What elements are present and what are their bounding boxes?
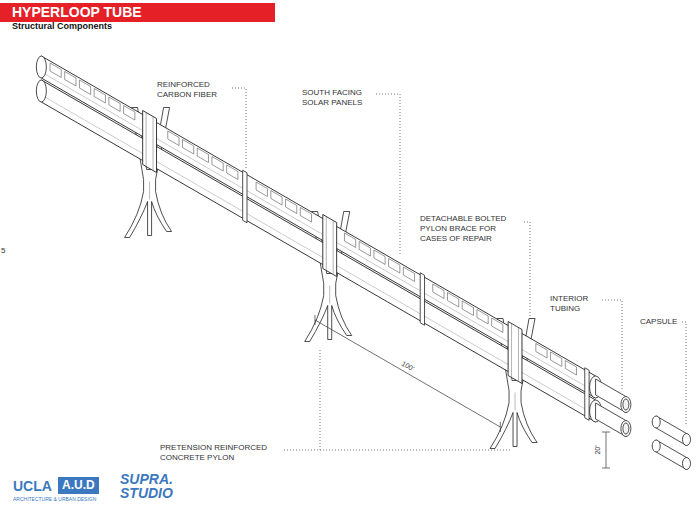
interior-tube-end: [621, 397, 631, 413]
title: HYPERLOOP TUBE: [12, 4, 142, 20]
solar-panel: [359, 242, 370, 257]
tube-body: [41, 52, 595, 487]
part-label: INTERIOR TUBING: [550, 294, 600, 314]
pylon-detail: [329, 286, 330, 304]
capsule-nose: [683, 434, 691, 446]
solar-panel: [168, 131, 179, 146]
pylon-detail: [515, 393, 516, 411]
interior-tube-bore: [623, 423, 629, 434]
solar-panel: [300, 208, 311, 223]
brace-bolt-line: [153, 117, 154, 171]
part-label: SOUTH FACING SOLAR PANELS: [302, 88, 374, 108]
solar-panel: [477, 310, 488, 325]
brace-bolt-line: [333, 221, 334, 275]
subtitle: Structural Components: [12, 21, 112, 32]
leader-line: [284, 450, 510, 452]
page-number: 5: [1, 246, 5, 256]
solar-panel: [389, 259, 400, 274]
solar-panel: [403, 267, 414, 282]
solar-panel: [492, 318, 503, 333]
solar-panel: [79, 80, 90, 95]
dimension-tick: [602, 468, 610, 469]
pylon-brace: [323, 215, 337, 277]
leader-line: [602, 300, 622, 390]
tube-end: [36, 56, 46, 78]
solar-panel: [433, 284, 444, 299]
capsules: [656, 416, 686, 470]
capsule-nose: [683, 458, 691, 470]
tube-joint: [420, 273, 424, 326]
brace-bolt-line: [326, 217, 327, 271]
brace-bolt-line: [511, 324, 512, 378]
pylon-detail: [149, 182, 150, 200]
outer-tube: [41, 56, 595, 398]
dimension-tick: [500, 422, 501, 432]
part-label: REINFORCED CARBON FIBER: [157, 80, 229, 100]
dimension-label: 20': [593, 444, 602, 455]
dimension-tick: [602, 432, 610, 433]
solar-panel: [374, 250, 385, 265]
brace-bolt-line: [146, 113, 147, 167]
solar-panel: [551, 352, 562, 367]
leader-line: [524, 222, 530, 318]
leader-line: [376, 94, 400, 256]
logo-text: SUPRA. STUDIO: [120, 472, 186, 500]
logo-subtext: ARCHITECTURE & URBAN DESIGN: [13, 496, 96, 502]
dimension-line: [606, 432, 607, 468]
brace-bolt-line: [518, 328, 519, 382]
solar-panel: [536, 344, 547, 359]
part-label: PRETENSION REINFORCED CONCRETE PYLON: [160, 443, 282, 463]
solar-panel: [256, 182, 267, 197]
dimension-label: 100': [399, 358, 417, 373]
capsule: [656, 440, 686, 470]
solar-panel: [182, 140, 193, 155]
tube-ends: [36, 56, 690, 470]
part-label: DETACHABLE BOLTED PYLON BRACE FOR CASES …: [420, 214, 522, 244]
leader-line: [320, 350, 321, 450]
solar-panel: [344, 233, 355, 248]
solar-panel: [271, 191, 282, 206]
dimension-tick: [314, 315, 315, 325]
leader-lines: [232, 88, 686, 452]
capsule: [656, 416, 686, 446]
solar-panel: [447, 293, 458, 308]
solar-panel: [109, 97, 120, 112]
part-label: CAPSULE: [640, 317, 677, 327]
pylon-brace: [508, 322, 522, 384]
solar-panel: [462, 301, 473, 316]
logo-text: UCLA: [13, 477, 52, 495]
solar-panel: [227, 165, 238, 180]
title-banner: [0, 3, 275, 22]
solar-panel: [94, 89, 105, 104]
capsule-end: [652, 416, 660, 428]
solar-panel: [50, 63, 61, 78]
solar-panel: [124, 106, 135, 121]
solar-panel: [565, 361, 576, 376]
solar-panel: [286, 199, 297, 214]
outer-tube: [41, 80, 595, 422]
capsule-end: [652, 440, 660, 452]
solar-panel: [212, 157, 223, 172]
dimension-line: [315, 320, 500, 427]
leader-line: [682, 322, 686, 426]
tube-joint: [243, 170, 247, 223]
tube-end: [36, 80, 46, 102]
logo-text: A.U.D: [58, 477, 99, 494]
tube-shade: [41, 95, 595, 415]
tube-joint: [585, 368, 589, 421]
interior-tube-bore: [623, 399, 629, 410]
tube-shade: [41, 72, 595, 392]
pylon-brace: [143, 111, 157, 173]
solar-panel: [65, 72, 76, 87]
leader-line: [232, 88, 246, 169]
solar-panel: [197, 148, 208, 163]
interior-tube-end: [621, 421, 631, 437]
dimension-lines: [602, 432, 610, 468]
